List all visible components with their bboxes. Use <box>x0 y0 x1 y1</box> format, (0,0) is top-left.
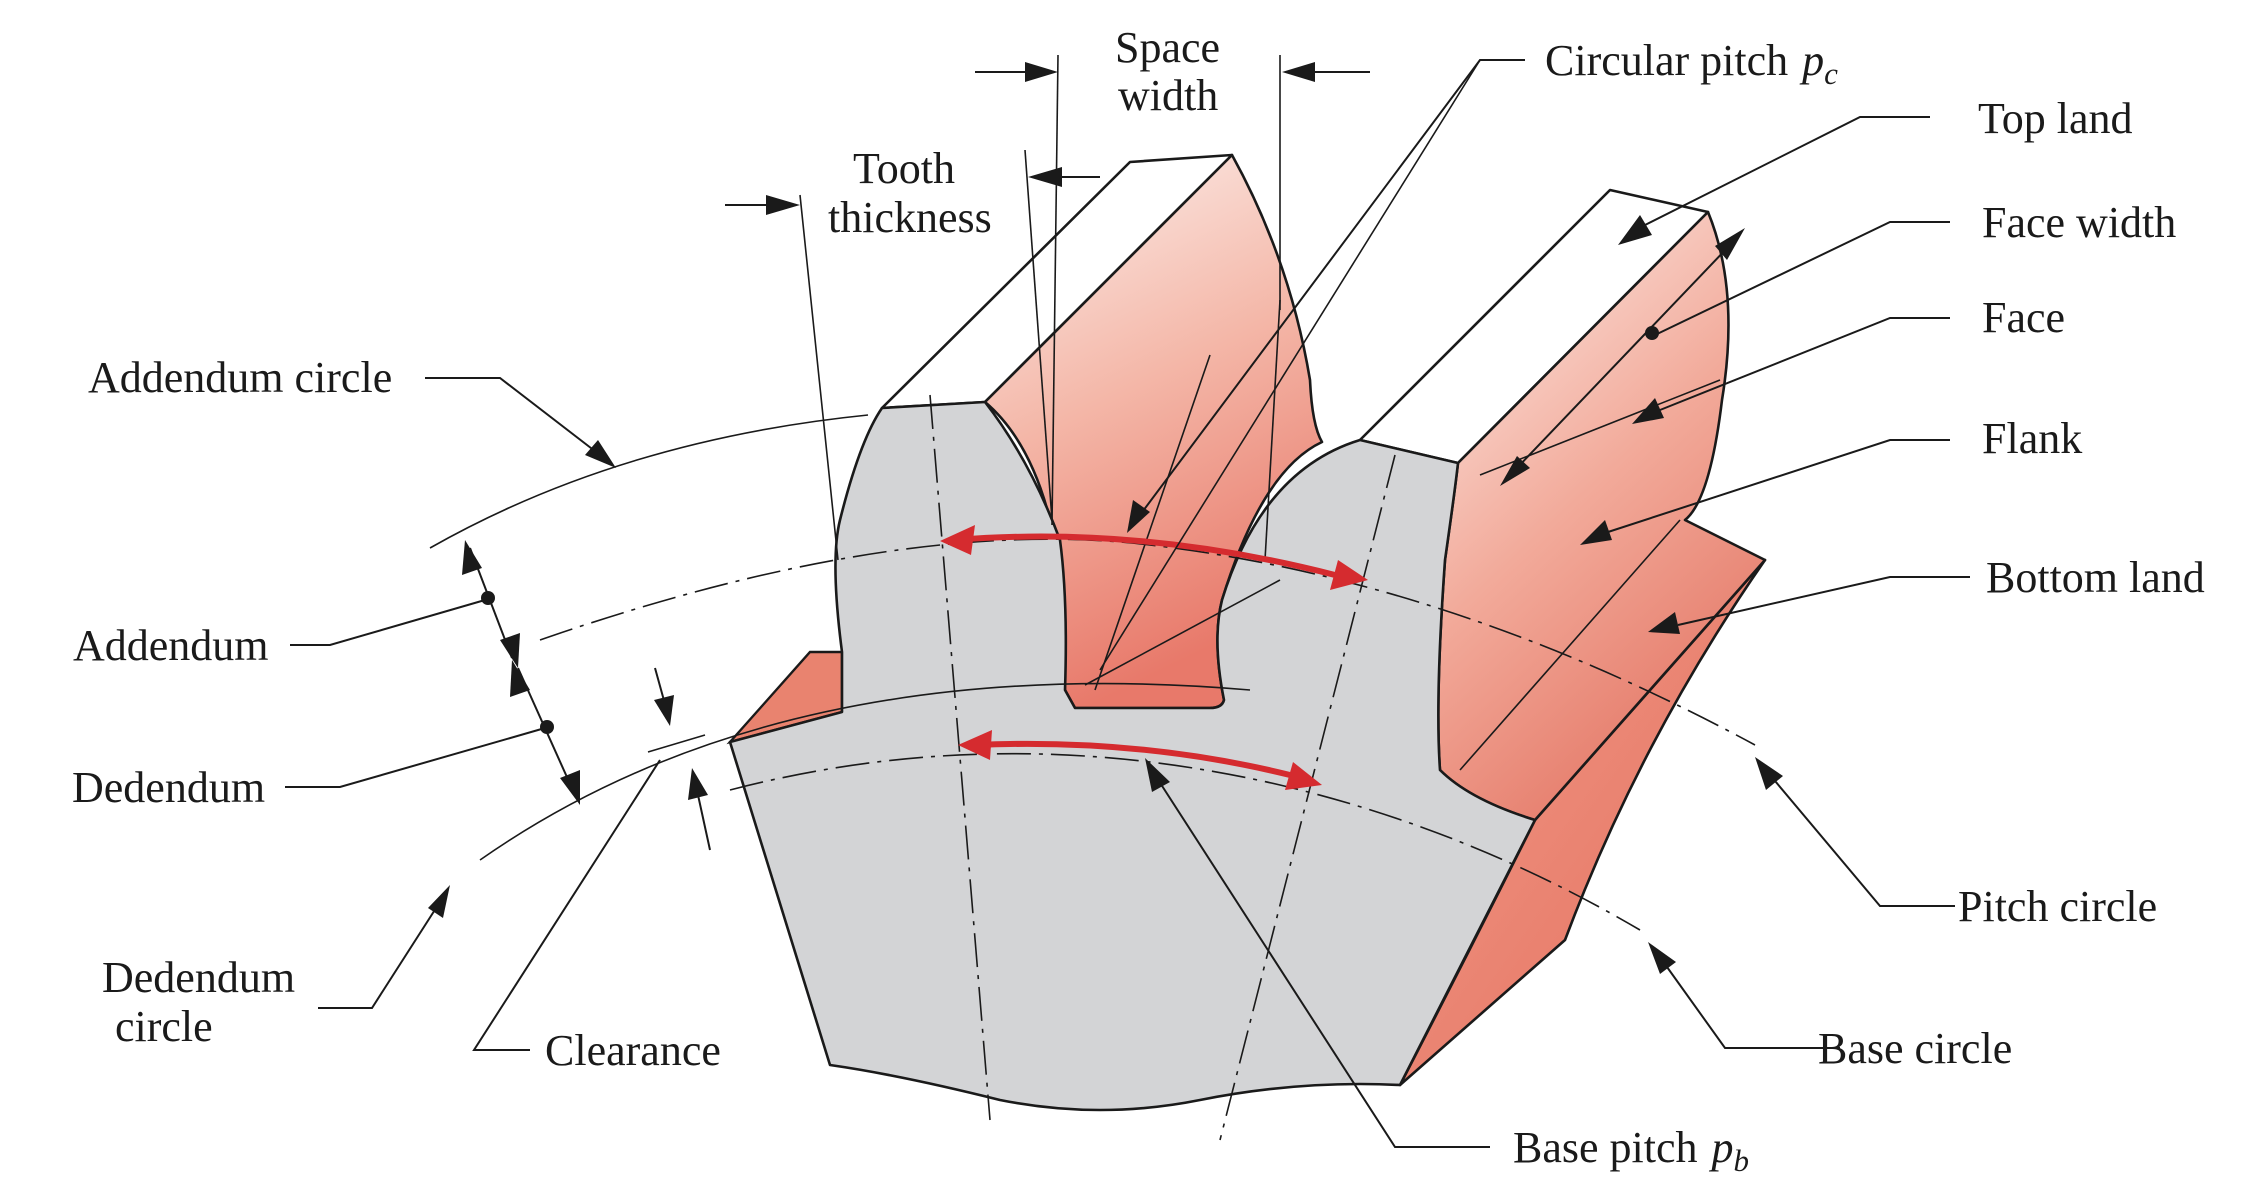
tooth-centerline-right <box>1219 454 1396 1141</box>
label-clearance: Clearance <box>545 1026 721 1075</box>
label-flank: Flank <box>1982 414 2082 463</box>
clearance-dimension <box>647 667 711 851</box>
label-face: Face <box>1982 293 2065 342</box>
tooth-centerline-left <box>929 394 991 1121</box>
leader-lines <box>285 59 1970 1148</box>
gear-body <box>429 153 1767 1141</box>
label-base-circle: Base circle <box>1818 1024 2012 1073</box>
base-pitch-arrow <box>958 730 1322 790</box>
face-width-line-middle <box>1094 354 1211 691</box>
labels: Space width Tooth thickness Circular pit… <box>72 23 2205 1178</box>
label-dedendum-circle-2: circle <box>115 1002 213 1051</box>
tooth-side-right <box>1437 210 1767 822</box>
base-circle-arc <box>729 752 1641 931</box>
face-center-line-middle <box>1264 299 1281 561</box>
tooth-thickness-dimension <box>725 149 1100 561</box>
dedendum-dimension <box>510 660 580 805</box>
label-space-width-2: width <box>1118 71 1218 120</box>
label-face-width: Face width <box>1982 198 2176 247</box>
addendum-circle-arc <box>429 414 869 549</box>
label-space-width-1: Space <box>1115 23 1220 72</box>
label-addendum-circle: Addendum circle <box>88 353 392 402</box>
dedendum-circle-arc <box>479 682 1251 861</box>
space-width-dimension <box>975 54 1370 526</box>
pitch-circle-arc <box>539 538 1756 746</box>
label-dedendum-circle-1: Dedendum <box>102 953 295 1002</box>
face-width-line-right <box>1459 519 1681 771</box>
label-tooth-thickness-2: thickness <box>828 193 992 242</box>
label-pitch-circle: Pitch circle <box>1958 882 2157 931</box>
circular-pitch-arrow <box>940 525 1368 590</box>
bottom-land-line <box>1084 579 1281 686</box>
label-tooth-thickness-1: Tooth <box>853 144 955 193</box>
label-addendum: Addendum <box>73 621 269 670</box>
label-dedendum: Dedendum <box>72 763 265 812</box>
label-bottom-land: Bottom land <box>1986 553 2205 602</box>
label-top-land: Top land <box>1978 94 2133 143</box>
